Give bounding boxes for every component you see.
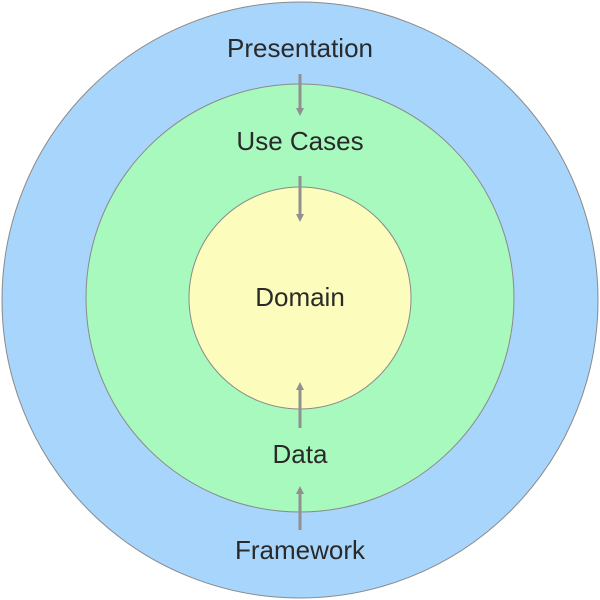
use-cases-label: Use Cases [236, 126, 363, 156]
data-label: Data [273, 439, 328, 469]
framework-label: Framework [235, 535, 366, 565]
presentation-label: Presentation [227, 33, 373, 63]
domain-label: Domain [255, 282, 345, 312]
